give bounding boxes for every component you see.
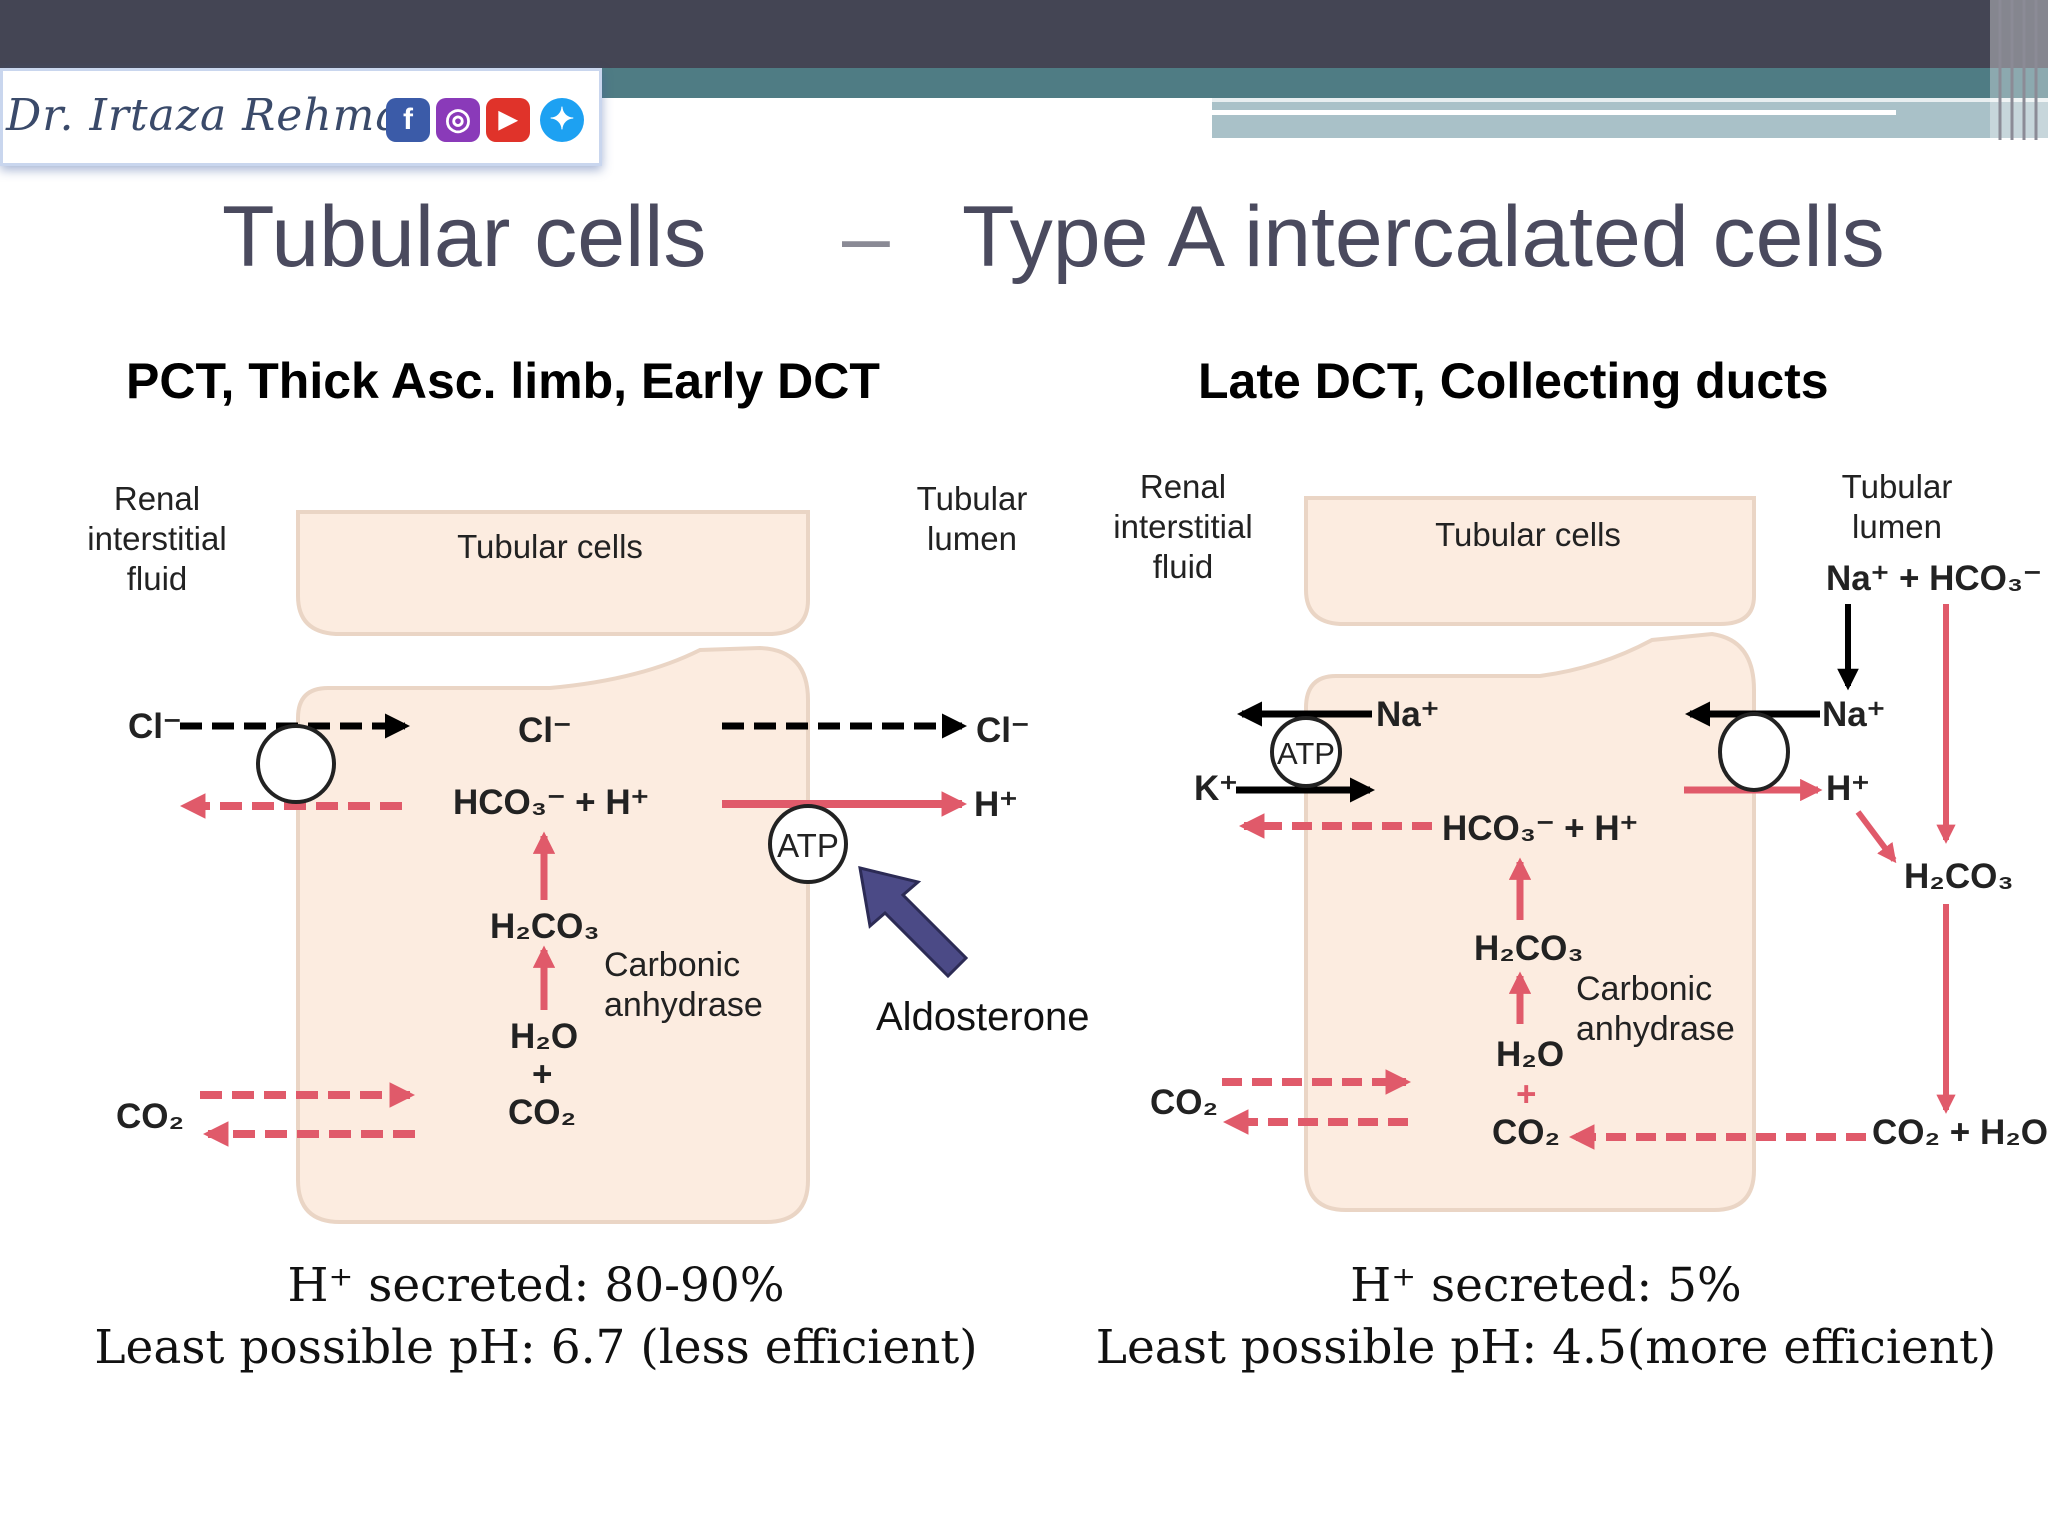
right-h2co3-lumen: H₂CO₃: [1904, 857, 2014, 896]
right-upper-cell: [1304, 496, 1756, 626]
left-atp-label: ATP: [777, 827, 839, 864]
right-lumen-label-1: Tubular: [1842, 468, 1953, 505]
left-anhydrase-label: anhydrase: [604, 986, 763, 1024]
left-caption-secreted: H⁺ secreted: 80-90%: [287, 1258, 785, 1313]
right-h2o: H₂O: [1496, 1035, 1564, 1074]
title-separator: –: [842, 189, 890, 285]
right-h-lumen: H⁺: [1826, 769, 1870, 808]
right-antiporter: [1718, 712, 1790, 792]
right-na-lumen: Na⁺: [1822, 695, 1885, 734]
left-carbonic-label: Carbonic: [604, 946, 740, 984]
aldosterone-arrow: [858, 866, 969, 979]
left-h2co3: H₂CO₃: [490, 907, 600, 946]
right-k: K⁺: [1194, 769, 1238, 808]
left-hco3-h: HCO₃⁻ + H⁺: [453, 783, 649, 822]
brand-name: Dr. Irtaza Rehman: [6, 90, 432, 141]
right-caption-secreted: H⁺ secreted: 5%: [1350, 1258, 1742, 1313]
right-na-interstitial: Na⁺: [1376, 695, 1439, 734]
right-carbonic-label: Carbonic: [1576, 970, 1712, 1008]
left-cotransporter: [256, 724, 336, 804]
right-h-to-h2co3-arrow: [1855, 810, 1897, 864]
right-co2-interstitial: CO₂: [1150, 1083, 1218, 1122]
right-anhydrase-label: anhydrase: [1576, 1010, 1735, 1048]
left-interstitial-label-2: interstitial: [87, 520, 226, 557]
right-hco3-h: HCO₃⁻ + H⁺: [1442, 809, 1638, 848]
slide-title: Tubular cells – Type A intercalated cell…: [0, 188, 2048, 298]
aldosterone-label: Aldosterone: [876, 995, 1089, 1039]
left-cl-lumen: Cl⁻: [976, 711, 1029, 750]
left-plus: +: [532, 1055, 552, 1094]
right-h2co3: H₂CO₃: [1474, 929, 1584, 968]
left-h2o: H₂O: [510, 1017, 578, 1056]
right-atp-label: ATP: [1277, 736, 1335, 771]
title-left: Tubular cells: [222, 189, 707, 285]
right-interstitial-label-2: interstitial: [1113, 508, 1252, 545]
right-co2-h2o-lumen: CO₂ + H₂O: [1872, 1113, 2048, 1152]
right-caption-ph: Least possible pH: 4.5(more efficient): [1095, 1320, 1997, 1375]
right-interstitial-label-3: fluid: [1153, 548, 1214, 585]
right-interstitial-label-1: Renal: [1140, 468, 1226, 505]
left-cl-cell: Cl⁻: [518, 711, 571, 750]
youtube-icon[interactable]: ▶: [486, 98, 530, 142]
instagram-icon[interactable]: ◎: [436, 98, 480, 142]
right-plus: +: [1516, 1075, 1536, 1114]
right-cells: [1304, 496, 1756, 1212]
right-co2-cell: CO₂: [1492, 1113, 1560, 1152]
left-interstitial-label-1: Renal: [114, 480, 200, 517]
left-cl-interstitial: Cl⁻: [128, 707, 181, 746]
left-atp-pump: [768, 804, 848, 884]
right-lumen-label-2: lumen: [1852, 508, 1942, 545]
left-upper-cell: [296, 510, 810, 636]
left-caption-ph: Least possible pH: 6.7 (less efficient): [94, 1320, 978, 1375]
twitter-icon[interactable]: ✦: [540, 98, 584, 142]
left-co2-cell: CO₂: [508, 1093, 576, 1132]
left-co2-interstitial: CO₂: [116, 1097, 184, 1136]
right-atp-pump: [1270, 716, 1342, 788]
right-na-hco3-lumen: Na⁺ + HCO₃⁻: [1826, 559, 2042, 598]
brand-banner: Dr. Irtaza Rehman f ◎ ▶ ✦: [0, 68, 602, 166]
left-panel-heading: PCT, Thick Asc. limb, Early DCT: [126, 353, 880, 409]
right-lower-cell: [1304, 631, 1756, 1212]
left-lumen-label-2: lumen: [927, 520, 1017, 557]
left-lumen-label-1: Tubular: [917, 480, 1028, 517]
left-h-lumen: H⁺: [974, 785, 1018, 824]
left-cells: [296, 510, 810, 1224]
header-band: [0, 0, 2048, 140]
left-lower-cell: [296, 645, 810, 1224]
facebook-icon[interactable]: f: [386, 98, 430, 142]
left-cell-label: Tubular cells: [457, 528, 643, 565]
title-right: Type A intercalated cells: [962, 189, 1885, 285]
right-panel-heading: Late DCT, Collecting ducts: [1198, 353, 1829, 409]
left-interstitial-label-3: fluid: [127, 560, 188, 597]
right-cell-label: Tubular cells: [1435, 516, 1621, 553]
